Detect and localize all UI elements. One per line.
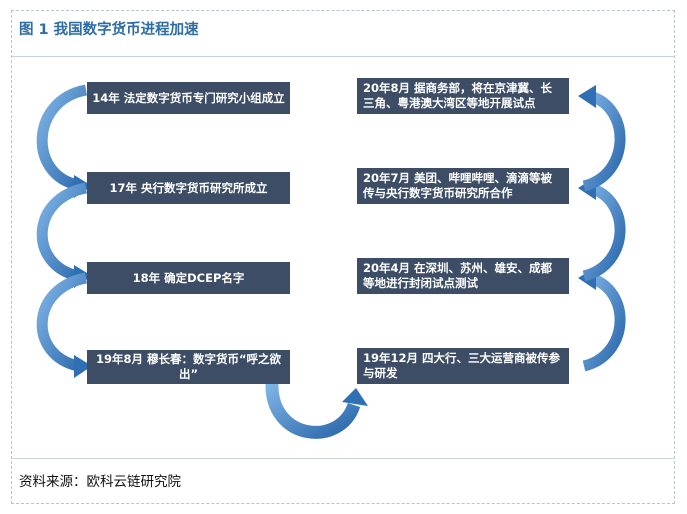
step-box-2020-07: 20年7月 美团、哔哩哔哩、滴滴等被传与央行数字货币研究所合作	[357, 168, 569, 204]
arrow-head-icon	[578, 85, 596, 108]
right-curve-arrow-3	[578, 85, 626, 192]
step-box-2020-04: 20年4月 在深圳、苏州、雄安、成都等地进行封闭试点测试	[357, 258, 569, 294]
step-label: 17年 央行数字货币研究所成立	[109, 180, 268, 195]
bottom-uturn-arrow	[265, 382, 368, 439]
step-label: 14年 法定数字货币专门研究小组成立	[92, 90, 285, 105]
figure-title: 图 1 我国数字货币进程加速	[19, 22, 199, 38]
step-label: 20年7月 美团、哔哩哔哩、滴滴等被传与央行数字货币研究所合作	[363, 171, 553, 200]
title-divider	[12, 56, 675, 57]
step-label: 20年4月 在深圳、苏州、雄安、成都等地进行封闭试点测试	[363, 261, 553, 290]
left-curve-arrow-3	[36, 272, 92, 378]
step-box-2014: 14年 法定数字货币专门研究小组成立	[87, 82, 290, 114]
step-box-2020-08: 20年8月 据商务部，将在京津冀、长三角、粤港澳大湾区等地开展试点	[357, 78, 569, 114]
step-box-2019-12: 19年12月 四大行、三大运营商被传参与研发	[357, 348, 569, 384]
right-curve-arrow-2	[578, 177, 626, 282]
step-box-2017: 17年 央行数字货币研究所成立	[87, 172, 290, 204]
step-label: 19年12月 四大行、三大运营商被传参与研发	[363, 351, 561, 380]
step-label: 18年 确定DCEP名字	[132, 270, 245, 285]
source-divider	[12, 458, 675, 459]
figure-frame	[11, 10, 675, 504]
arrow-head-icon	[342, 388, 368, 406]
source-note: 资料来源：欧科云链研究院	[19, 474, 181, 490]
step-box-2019-08: 19年8月 穆长春：数字货币“呼之欲出”	[87, 350, 290, 384]
left-curve-arrow-1	[36, 84, 92, 198]
step-box-2018: 18年 确定DCEP名字	[87, 262, 290, 294]
right-curve-arrow-1	[578, 267, 626, 372]
step-label: 19年8月 穆长春：数字货币“呼之欲出”	[95, 352, 282, 381]
arrow-head-icon	[74, 355, 92, 378]
step-label: 20年8月 据商务部，将在京津冀、长三角、粤港澳大湾区等地开展试点	[363, 81, 553, 110]
